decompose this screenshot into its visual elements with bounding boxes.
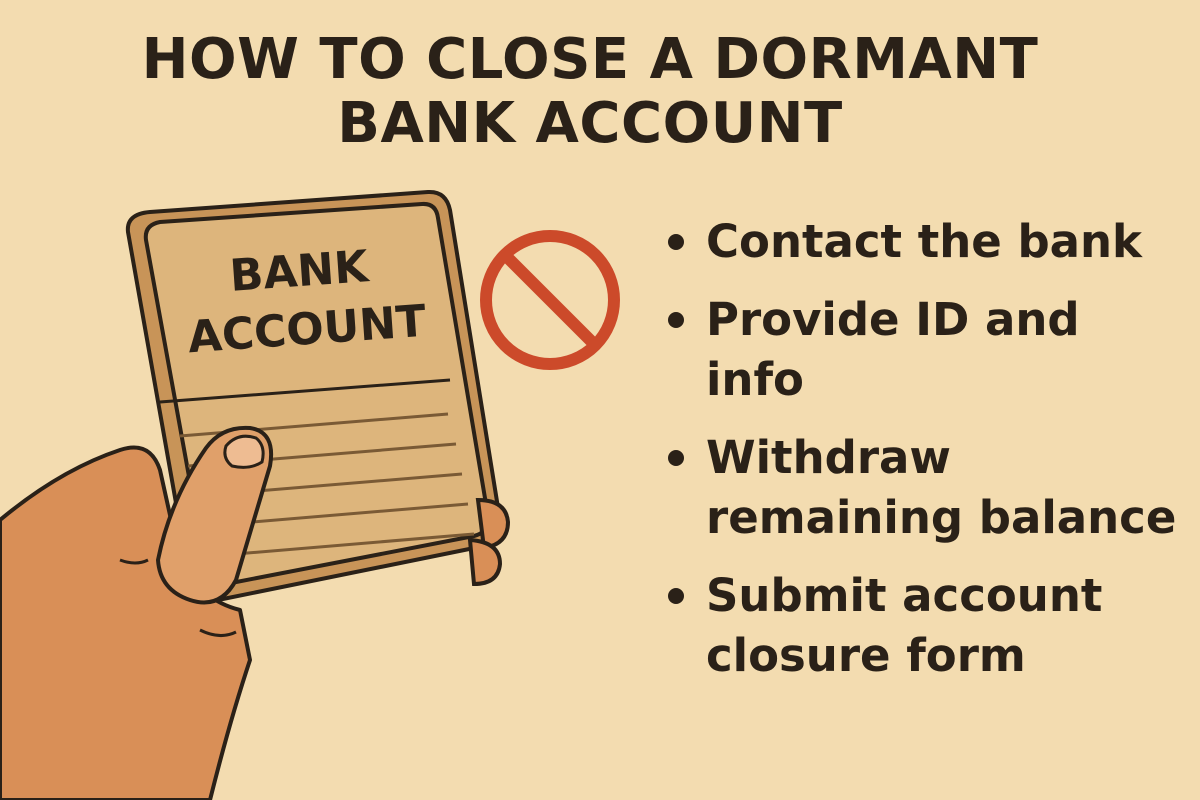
bullet-icon [668,588,684,604]
step-text: Provide ID and info [706,293,1080,406]
title-line-1: HOW TO CLOSE A DORMANT [141,27,1039,92]
bullet-icon [668,312,684,328]
list-item: Submit account closure form [660,566,1190,686]
page-title: HOW TO CLOSE A DORMANT BANK ACCOUNT [0,28,1180,156]
list-item: Provide ID and info [660,290,1190,410]
bullet-icon [668,234,684,250]
hand-icon [0,425,511,800]
passbook-label-line-1: BANK [228,241,372,302]
list-item: Contact the bank [660,212,1190,272]
step-text: Withdraw remaining balance [706,431,1177,544]
hand-holding-passbook-illustration: BANK ACCOUNT [0,189,620,800]
list-item: Withdraw remaining balance [660,428,1190,548]
title-line-2: BANK ACCOUNT [337,91,843,156]
steps-list: Contact the bank Provide ID and info Wit… [660,212,1190,704]
step-text: Contact the bank [706,215,1142,268]
no-entry-icon [480,230,620,370]
step-text: Submit account closure form [706,569,1103,682]
bullet-icon [668,450,684,466]
